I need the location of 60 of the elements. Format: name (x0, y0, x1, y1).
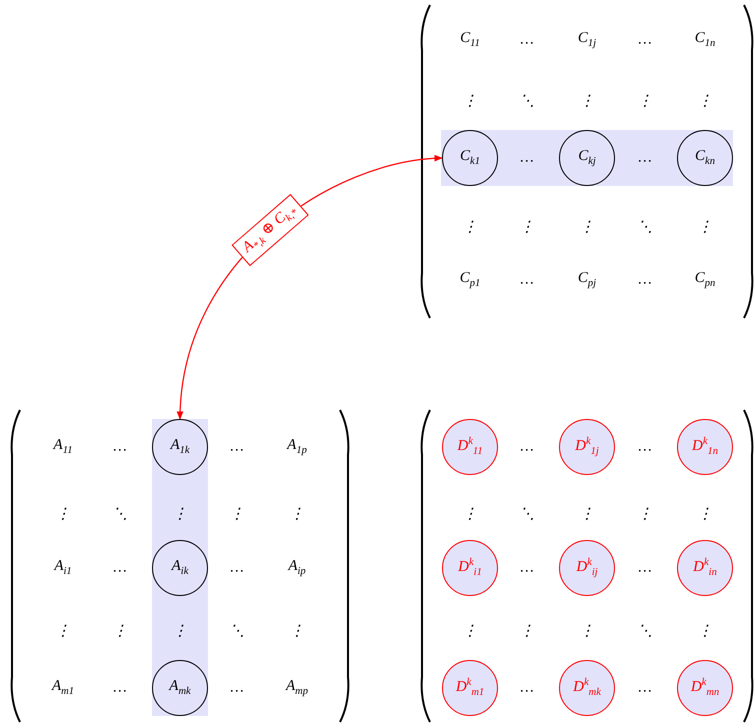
matrix-entry: ⋮ (230, 508, 244, 522)
matrix-entry: C$_{pj}$ (578, 270, 596, 290)
matrix-entry: ⋮ (290, 508, 304, 522)
matrix-entry: ⋮ (698, 508, 712, 522)
matrix-entry: ⋮ (698, 94, 712, 110)
matrix-entry: … (638, 560, 652, 576)
matrix-entry: ⋮ (172, 624, 188, 640)
matrix-entry: … (520, 32, 534, 48)
matrix-entry: ⋮ (462, 624, 478, 640)
matrix-entry: … (520, 560, 534, 576)
matrix-entry: … (638, 32, 652, 48)
matrix-entry: ⋱ (112, 508, 128, 522)
matrix-entry: C$_{pn}$ (694, 270, 716, 290)
matrix-entry: ⋱ (520, 508, 534, 522)
matrix-entry: ⋮ (290, 624, 304, 640)
matrix-entry: … (113, 440, 127, 454)
matrix-entry: … (638, 272, 652, 288)
matrix-entry: ⋮ (638, 508, 652, 522)
matrix-entry: A$_{1p}$ (287, 438, 307, 456)
matrix-entry: ⋱ (638, 220, 652, 236)
matrix-entry: … (113, 680, 127, 696)
matrix-entry: ⋮ (698, 220, 712, 236)
matrix-entry: ⋱ (520, 94, 534, 110)
matrix-entry: A$_{mp}$ (286, 678, 308, 698)
matrix-entry: … (638, 150, 652, 166)
matrix-entry: … (230, 560, 244, 576)
matrix-entry: … (520, 440, 534, 454)
matrix-entry: A$_{ip}$ (288, 558, 306, 578)
matrix-entry: C$_{11}$ (460, 30, 480, 50)
matrix-entry: ⋮ (462, 94, 478, 110)
matrix-entry: … (520, 272, 534, 288)
matrix-entry: … (230, 440, 244, 454)
matrix-entry: ⋮ (112, 624, 128, 640)
matrix-entry: … (638, 440, 652, 454)
matrix-entry: ⋮ (56, 624, 70, 640)
matrix-entry: ⋮ (462, 508, 478, 522)
matrix-entry: ⋱ (638, 624, 652, 640)
matrix-entry: C$_{1n}$ (694, 30, 716, 50)
matrix-entry: … (113, 560, 127, 576)
matrix-entry: ⋮ (520, 220, 534, 236)
matrix-entry: ⋮ (520, 624, 534, 640)
matrix-entry: ⋮ (580, 624, 594, 640)
matrix-entry: ⋮ (462, 220, 478, 236)
matrix-entry: … (520, 680, 534, 696)
matrix-entry: A$_{11}$ (54, 438, 72, 456)
matrix-entry: … (520, 150, 534, 166)
matrix-entry: ⋮ (56, 508, 70, 522)
matrix-entry: C$_{p1}$ (460, 270, 480, 290)
matrix-entry: ⋮ (638, 94, 652, 110)
matrix-entry: … (230, 680, 244, 696)
matrix-entry: ⋮ (580, 508, 594, 522)
matrix-entry: ⋮ (698, 624, 712, 640)
matrix-entry: ⋮ (172, 508, 188, 522)
matrix-entry: A$_{i1}$ (54, 558, 72, 578)
matrix-entry: C$_{1j}$ (578, 30, 596, 50)
matrix-entry: A$_{m1}$ (52, 678, 74, 698)
matrix-entry: … (638, 680, 652, 696)
matrix-entry: ⋮ (580, 94, 594, 110)
matrix-entry: ⋮ (580, 220, 594, 236)
matrix-entry: ⋱ (230, 624, 244, 640)
